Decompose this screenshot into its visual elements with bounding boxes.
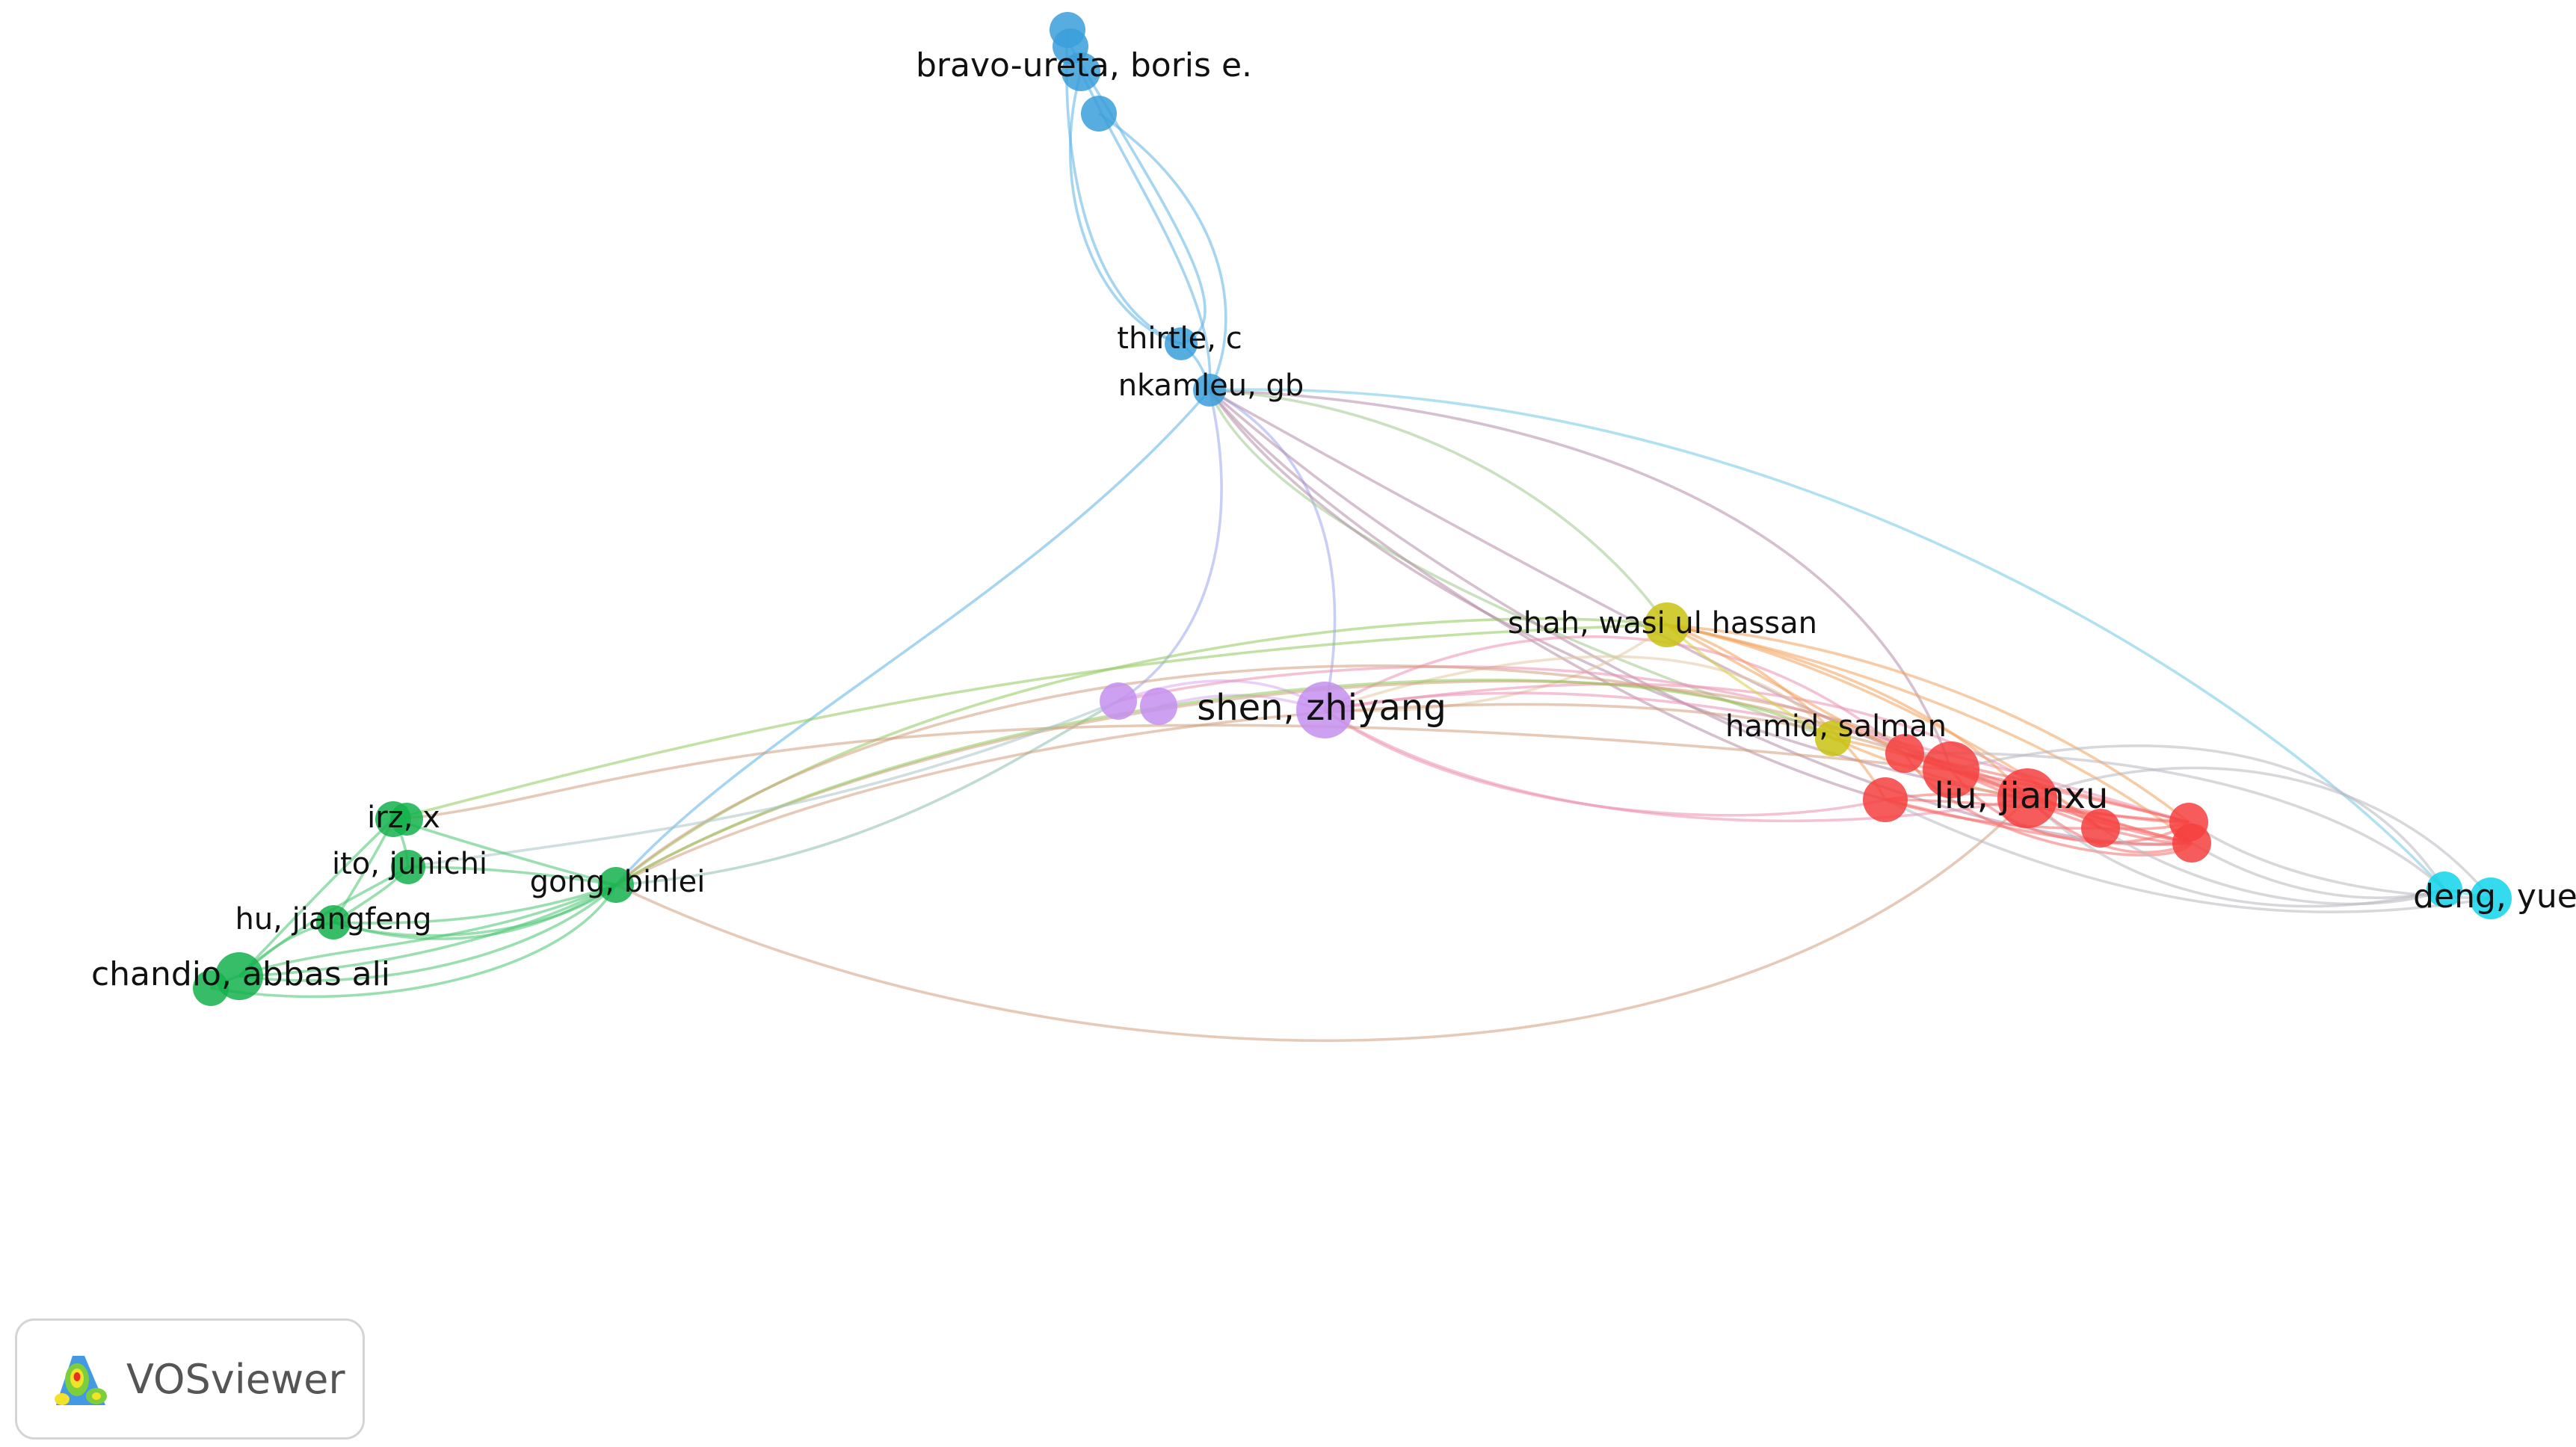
author-node-hamid[interactable] [1815, 721, 1851, 756]
network-edge [1208, 389, 2190, 845]
author-node-hu[interactable] [316, 905, 351, 940]
network-edge [1097, 112, 1227, 391]
author-node-liu[interactable] [1997, 768, 2057, 828]
author-node-purple-a[interactable] [1100, 682, 1137, 720]
author-label-bravo: bravo-ureta, boris e. [916, 46, 1252, 84]
author-node-red-f[interactable] [2172, 824, 2211, 863]
network-edge [614, 389, 1211, 886]
network-edge [1950, 768, 2190, 824]
network-edge [1950, 744, 2446, 890]
network-edge [1904, 751, 2446, 891]
network-edge [1885, 798, 2492, 914]
network-edge [615, 703, 1905, 886]
author-node-bravo[interactable] [1061, 52, 1100, 91]
network-labels: bravo-ureta, boris e. thirtle, c nkamleu, … [91, 46, 2576, 993]
network-edge [407, 700, 1119, 868]
network-edge [2100, 827, 2445, 906]
network-edge [407, 866, 617, 886]
author-node-red-c[interactable] [1863, 777, 1908, 822]
network-edge [333, 883, 617, 937]
vosviewer-badge: VOSviewer [15, 1318, 365, 1440]
author-node-cyan-a[interactable] [2426, 871, 2462, 907]
network-edge [2027, 766, 2492, 900]
network-nodes [193, 12, 2512, 1006]
network-edge [1324, 709, 2028, 823]
author-label-nkamleu: nkamleu, gb [1118, 368, 1304, 403]
network-edge [1666, 623, 1887, 800]
author-label-gong: gong, binlei [530, 865, 706, 899]
network-edge [210, 884, 617, 999]
author-node-irz-b[interactable] [390, 803, 423, 836]
network-edge [615, 700, 1119, 886]
author-node-chandio-b[interactable] [193, 970, 229, 1006]
author-node-red-d[interactable] [2081, 809, 2120, 848]
author-node-gong[interactable] [598, 867, 634, 903]
network-edge [1209, 389, 1668, 626]
author-label-hu: hu, jiangfeng [235, 902, 431, 937]
network-edge [1209, 389, 1953, 771]
author-node-red-a[interactable] [1885, 734, 1924, 773]
author-label-ito: ito, junichi [332, 847, 487, 881]
network-edge [1666, 623, 2190, 824]
network-edges [210, 29, 2492, 1043]
vosviewer-wordmark: VOSviewer [126, 1355, 345, 1403]
author-label-liu: liu, jianxu [1935, 775, 2109, 817]
network-edge [1068, 71, 1182, 345]
network-edge [392, 623, 1668, 821]
author-label-chandio: chandio, abbas ali [91, 955, 390, 993]
author-node-purple-b[interactable] [1140, 688, 1177, 725]
network-edge [333, 883, 617, 925]
author-node-nkamleu[interactable] [1193, 374, 1226, 407]
vosviewer-logo-icon [55, 1356, 107, 1405]
network-edge [238, 883, 617, 978]
network-edge [614, 664, 2028, 886]
network-edge [1666, 623, 1834, 740]
network-edge [1208, 389, 2028, 800]
network-edge [1118, 389, 1223, 703]
author-node-shen[interactable] [1296, 682, 1353, 738]
network-edge [1324, 635, 1906, 755]
network-edge [392, 724, 1952, 821]
network-edge [1324, 623, 1668, 712]
author-label-hamid: hamid, salman [1725, 709, 1947, 744]
network-edge [238, 818, 395, 978]
network-edge [1666, 623, 2193, 845]
author-node-deng[interactable] [2470, 877, 2512, 919]
author-label-thirtle: thirtle, c [1117, 321, 1242, 356]
author-label-irz: irz, x [367, 800, 440, 835]
network-edge [1209, 388, 2446, 891]
network-edge [615, 797, 2029, 1043]
author-label-shah: shah, wasi ul hassan [1508, 606, 1817, 641]
network-edge [1209, 389, 1337, 711]
author-label-deng: deng, yue [2413, 877, 2576, 916]
author-node-shah[interactable] [1645, 602, 1689, 647]
author-node-ito[interactable] [391, 850, 425, 884]
network-edge [1323, 709, 1886, 817]
network-edge [615, 678, 1834, 886]
network-edge [1666, 623, 2102, 830]
network-edge [2026, 797, 2445, 908]
author-node-red-b[interactable] [1923, 741, 1979, 798]
author-label-shen: shen, zhiyang [1197, 687, 1446, 729]
network-edge [1064, 29, 1182, 345]
author-node-bravo-c[interactable] [1081, 96, 1117, 132]
network-edge [238, 883, 617, 982]
author-node-thirtle[interactable] [1165, 327, 1198, 360]
